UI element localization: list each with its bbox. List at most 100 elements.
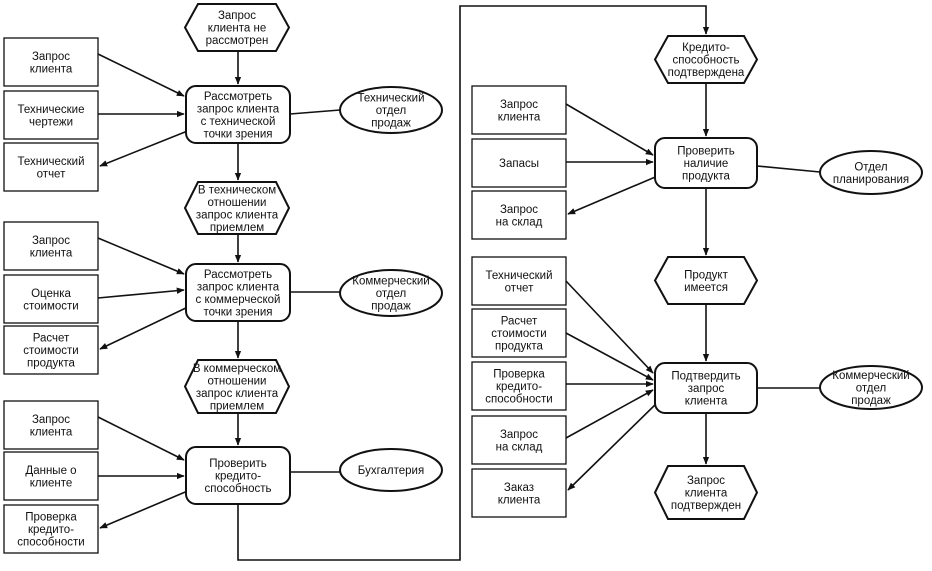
node-label-line: Проверить [209,458,267,470]
node-label: Бухгалтерия [358,465,424,477]
event-hexagon [183,3,291,52]
doc-stock-node: Запасы [471,138,567,188]
document-box [471,256,567,306]
node-label-line: имеется [684,282,728,294]
node-label-line: продукта [495,341,544,353]
node-label-line: Подтвердить [671,371,740,383]
node-label-line: способность [205,483,272,495]
connector-lines [97,5,821,561]
org-unit-ellipse [339,86,443,134]
node-label-line: В техническом [198,184,276,196]
org-unit-ellipse [339,269,443,317]
node-label-line: Коммерческий [352,276,429,288]
node-label-line: на склад [496,441,543,453]
node-label-line: клиента не [208,23,267,35]
document-box [3,274,99,324]
node-label-line: Данные о [25,465,76,477]
node-label-line: Запрос [32,51,70,63]
node-label-line: Проверка [25,512,77,524]
node-label-line: на склад [496,216,543,228]
assignment-line [289,109,341,115]
org-unit-ellipse [339,448,443,492]
node-label-line: Запрос [218,10,256,22]
node-label-line: Продукт [684,269,728,281]
node-label-line: Запрос [500,99,538,111]
document-box [3,451,99,501]
document-box [471,190,567,240]
flow-arrow [565,389,654,439]
node-label-line: Расчет [501,316,538,328]
function-rounded-box [654,137,758,189]
node-label-line: подтвержден [671,500,741,512]
node-label-line: точки зрения [204,128,273,140]
document-box [3,37,99,87]
flow-arrow [567,399,661,491]
event-hexagon [183,359,291,414]
node-label-line: Рассмотреть [204,269,272,281]
node-label-line: Запрос [500,204,538,216]
node-label-line: способности [17,537,84,549]
node-label-line: клиенте [30,477,73,489]
node-label-line: клиента [498,111,541,123]
node-label-line: продаж [371,118,411,130]
node-label-line: Технический [485,270,552,282]
node-label-line: стоимости [491,328,546,340]
node-label-line: Заказ [504,482,534,494]
node-label: Запасы [499,158,539,170]
node-label-line: Оценка [31,288,71,300]
document-box [471,308,567,358]
flow-arrow [99,305,191,350]
document-box [471,138,567,188]
function-rounded-box [185,85,291,144]
node-label-line: Запрос [500,429,538,441]
node-label-line: клиента [685,396,728,408]
event-hexagon [183,181,291,235]
node-label-line: Технический [357,93,424,105]
node-label-line: Запрос [687,475,725,487]
flow-arrow [237,5,710,561]
node-label-line: отношении [208,197,267,209]
document-box [3,221,99,271]
node-label-line: клиента [30,63,73,75]
node-label-line: Запасы [499,158,539,170]
document-box [471,85,567,135]
flow-arrow [565,103,654,156]
node-label-line: Проверить [677,146,735,158]
node-label-line: запрос клиента [197,103,280,115]
flow-arrow [565,280,654,374]
assignment-line [756,165,821,173]
